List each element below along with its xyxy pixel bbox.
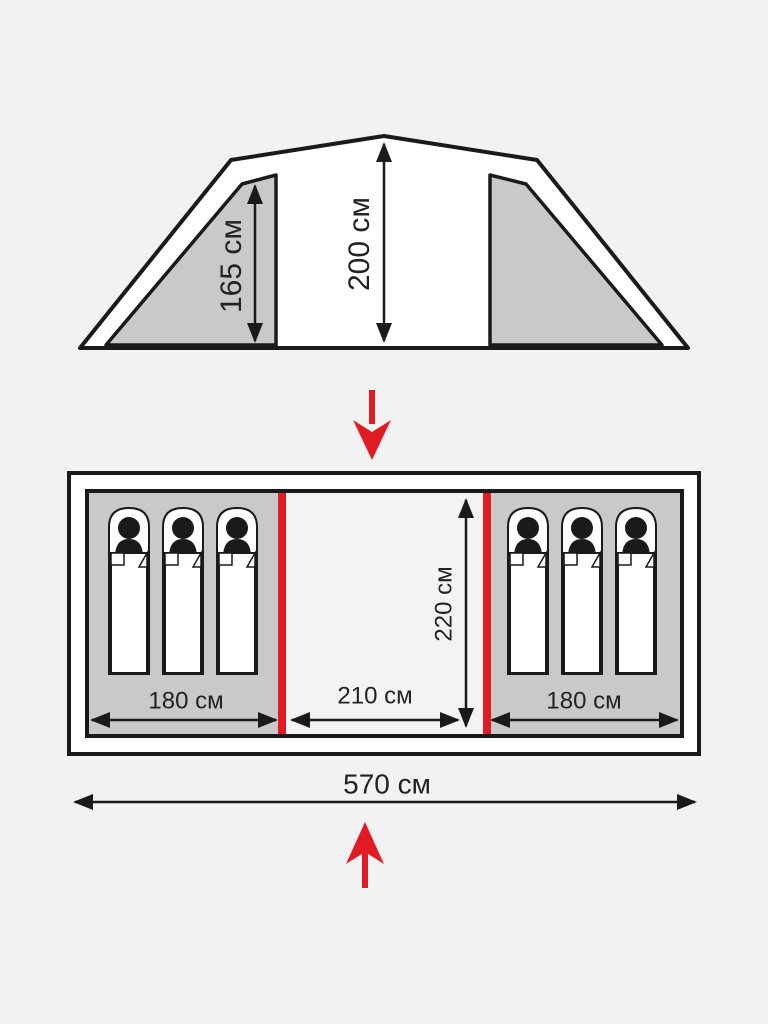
hall-width-label: 210 см	[337, 682, 412, 709]
person-sleeping-bag-icon	[162, 507, 204, 675]
left-divider	[278, 493, 286, 734]
total-width-label: 570 см	[343, 768, 431, 799]
center-height-label: 200 см	[343, 197, 376, 291]
person-sleeping-bag-icon	[108, 507, 150, 675]
arrow-up-icon	[346, 822, 384, 888]
tent-side-view: 165 см 200 см	[78, 134, 690, 350]
left-room-sleepers	[108, 507, 258, 675]
right-divider	[483, 493, 491, 734]
left-room-width-label: 180 см	[148, 687, 223, 714]
right-room-profile	[488, 173, 664, 347]
right-room-sleepers	[507, 507, 657, 675]
right-room-width-label: 180 см	[546, 687, 621, 714]
arrow-down-icon	[353, 390, 391, 460]
tent-floor-plan: 180 см 210 см 180 см 220 см	[67, 471, 701, 756]
person-sleeping-bag-icon	[615, 507, 657, 675]
person-sleeping-bag-icon	[216, 507, 258, 675]
person-sleeping-bag-icon	[561, 507, 603, 675]
total-width-dimension: 570 см	[73, 768, 697, 810]
side-height-label: 165 см	[215, 219, 248, 313]
left-room-profile	[104, 173, 278, 347]
depth-label: 220 см	[430, 566, 457, 641]
person-sleeping-bag-icon	[507, 507, 549, 675]
